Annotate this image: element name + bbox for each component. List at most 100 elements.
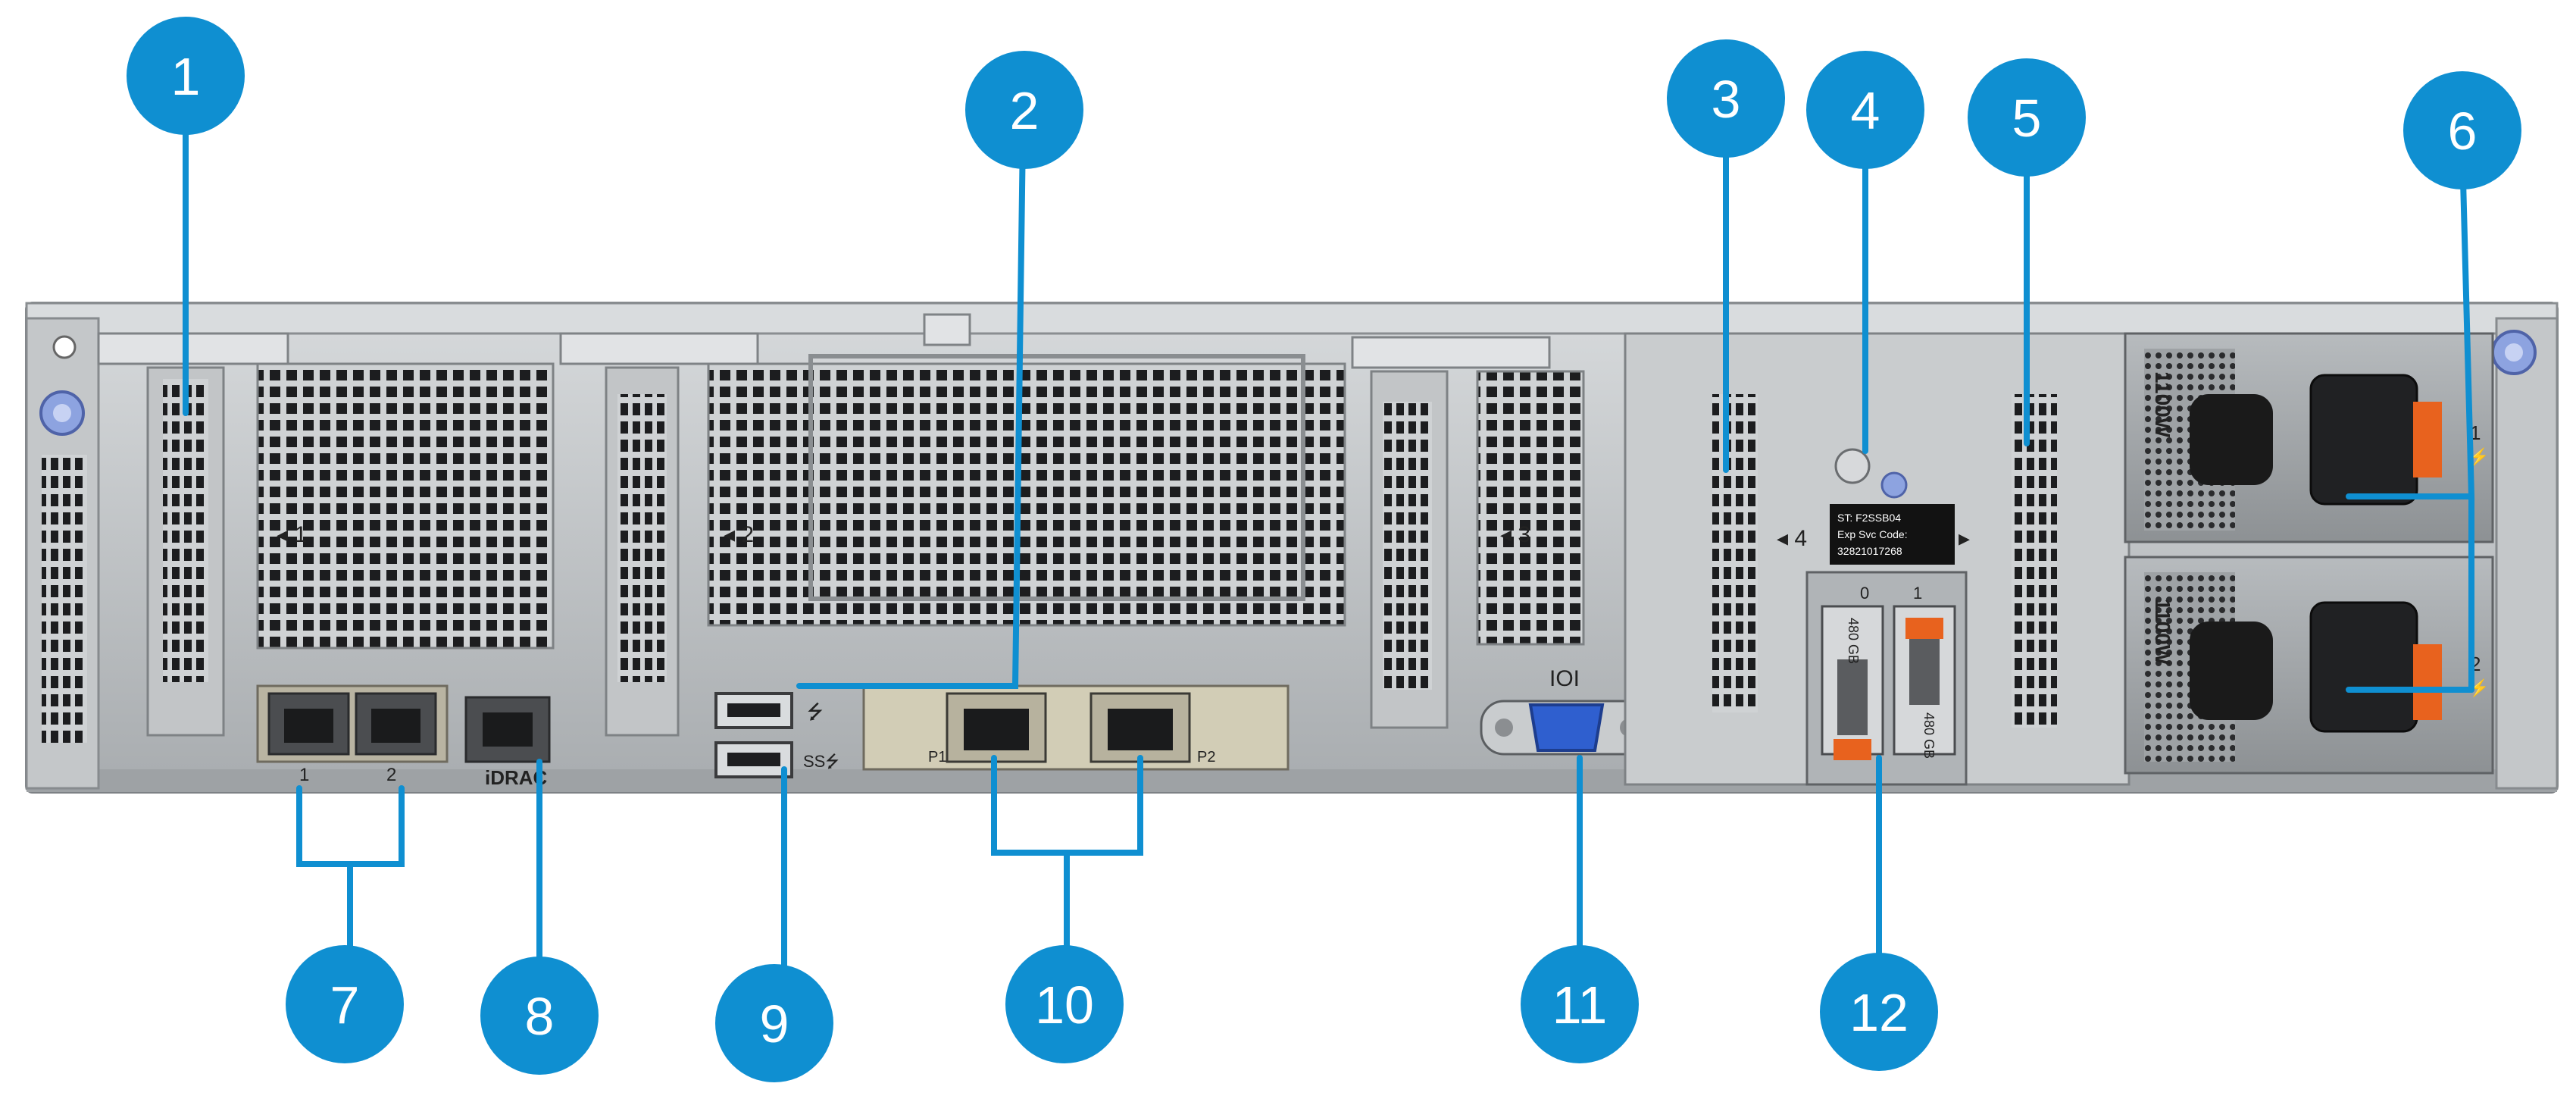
- ocp-p1-label: P1: [928, 749, 946, 766]
- lan-port-1[interactable]: [267, 692, 350, 756]
- drive-0-release-tab[interactable]: [1834, 739, 1871, 760]
- callout-8: 8: [480, 957, 599, 1075]
- usb-3-icon: SS⭍: [803, 752, 839, 771]
- riser-2-handle-cover: [808, 354, 1305, 601]
- drive-1-capacity: 480 GB: [1921, 712, 1937, 759]
- slot-1-label: ◂ 1: [277, 522, 307, 547]
- slot-4-vent: [1712, 394, 1758, 712]
- psu-2-strap: [2190, 622, 2273, 720]
- callout-9: 9: [715, 964, 833, 1082]
- ocp-nic-bracket: [862, 684, 1290, 771]
- svg-text:9: 9: [760, 994, 789, 1054]
- lan-port-1-label: 1: [299, 765, 309, 785]
- psu-2-wattage: 1100W: [2151, 599, 2174, 665]
- usb-2-port[interactable]: [714, 692, 793, 729]
- lan-port-2-label: 2: [386, 765, 396, 785]
- lan-port-2[interactable]: [355, 692, 437, 756]
- callout-10: 10: [1005, 945, 1124, 1063]
- riser-3-latch[interactable]: [1351, 336, 1551, 369]
- rear-drive-module: ◂ 4 5 ▸ ST: F2SSB04 Exp Svc Code: 328210…: [1624, 332, 2131, 786]
- service-tag-line2: Exp Svc Code:: [1837, 528, 1908, 540]
- drive-bay-1-label: 1: [1913, 584, 1922, 603]
- right-thumbscrew[interactable]: [2491, 330, 2537, 375]
- riser-1: ◂ 1: [97, 332, 759, 737]
- psu-1-wattage: 1100W: [2151, 371, 2174, 438]
- svg-text:8: 8: [525, 987, 555, 1046]
- svg-text:10: 10: [1035, 975, 1094, 1035]
- rear-module-screw-2: [1880, 471, 1908, 499]
- slot-2a-vent: [617, 394, 667, 682]
- ocp-port-p2[interactable]: [1089, 692, 1191, 763]
- callout-11: 11: [1521, 945, 1639, 1063]
- svg-text:12: 12: [1849, 983, 1909, 1042]
- psu-bay: 1100W 1 ⚡ 1100W 2 ⚡: [2124, 332, 2494, 775]
- idrac-port[interactable]: iDRAC: [464, 696, 551, 789]
- callout-6: 6: [2403, 71, 2521, 189]
- slot-5-vent: [2012, 394, 2057, 728]
- lom-ports: 1 2: [256, 684, 449, 785]
- left-ear-hole: [52, 335, 77, 359]
- usb-ports: ⭍ SS⭍: [714, 692, 839, 778]
- drive-bay-0-label: 0: [1860, 584, 1869, 603]
- service-tag: ST: F2SSB04 Exp Svc Code: 32821017268: [1830, 504, 1955, 565]
- riser-2: ◂ 2: [707, 313, 1346, 627]
- slot-2-label: ◂ 2: [724, 522, 754, 547]
- callout-3: 3: [1667, 39, 1785, 158]
- riser-3: ◂ 3: [1351, 336, 1585, 729]
- psu-2-inlet[interactable]: [2309, 601, 2418, 733]
- riser-1-latch[interactable]: [97, 332, 289, 365]
- vga-port[interactable]: [1480, 700, 1653, 756]
- riser-1b-latch[interactable]: [559, 332, 759, 365]
- slot-1-vent: [163, 379, 208, 682]
- left-ear-vent: [42, 455, 87, 743]
- callout-7: 7: [286, 945, 404, 1063]
- slot-4-label: ◂ 4: [1777, 526, 1807, 551]
- usb-2-icon: ⭍: [807, 700, 824, 723]
- slot-3-vent: [1383, 402, 1432, 690]
- riser-1-grille: [256, 362, 555, 650]
- chassis-top-rail: [25, 302, 2559, 335]
- leader-7: [296, 785, 405, 867]
- ocp-p2-label: P2: [1197, 749, 1215, 766]
- leader-2: [796, 133, 1026, 689]
- riser-2-grille: [707, 362, 1346, 627]
- rear-module-screw-1: [1834, 448, 1871, 484]
- riser-2-latch[interactable]: [923, 313, 971, 346]
- svg-text:3: 3: [1712, 70, 1741, 129]
- svg-text:6: 6: [2448, 102, 2478, 161]
- svg-text:11: 11: [1552, 975, 1608, 1035]
- ocp-port-p1[interactable]: [946, 692, 1047, 763]
- drive-0[interactable]: 480 GB: [1821, 605, 1884, 760]
- service-tag-line3: 32821017268: [1837, 545, 1902, 557]
- riser-3-grille: [1476, 370, 1585, 646]
- callout-12: 12: [1820, 953, 1938, 1071]
- psu-2-release-lever[interactable]: [2413, 644, 2442, 720]
- right-rack-ear: [2495, 317, 2559, 790]
- callout-4: 4: [1806, 51, 1924, 169]
- svg-text:5: 5: [2012, 89, 2042, 148]
- callout-1: 1: [127, 17, 245, 135]
- psu-1-strap: [2190, 394, 2273, 485]
- svg-text:7: 7: [330, 975, 360, 1035]
- callout-2: 2: [965, 51, 1083, 169]
- left-thumbscrew[interactable]: [39, 390, 85, 436]
- slot-3-label: ◂ 3: [1500, 522, 1530, 547]
- callouts: 1 2 3 4 5 6 7 8: [127, 17, 2521, 1082]
- svg-text:2: 2: [1010, 81, 1039, 140]
- drive-1-release-tab[interactable]: [1905, 618, 1943, 639]
- svg-text:1: 1: [171, 47, 201, 106]
- leader-lines: [183, 111, 2475, 992]
- psu-1-inlet[interactable]: [2309, 374, 2418, 506]
- service-tag-line1: ST: F2SSB04: [1837, 512, 1901, 524]
- vga-icon: IOI: [1549, 666, 1580, 691]
- svg-text:4: 4: [1851, 81, 1880, 140]
- ocp-nic: P1 P2: [862, 684, 1290, 771]
- callout-5: 5: [1968, 58, 2086, 177]
- drive-1[interactable]: 480 GB: [1893, 605, 1956, 759]
- usb-3-port[interactable]: [714, 741, 793, 778]
- drive-0-capacity: 480 GB: [1846, 618, 1861, 664]
- psu-2[interactable]: 1100W 2 ⚡: [2124, 556, 2494, 775]
- psu-1-release-lever[interactable]: [2413, 402, 2442, 477]
- psu-1[interactable]: 1100W 1 ⚡: [2124, 332, 2494, 543]
